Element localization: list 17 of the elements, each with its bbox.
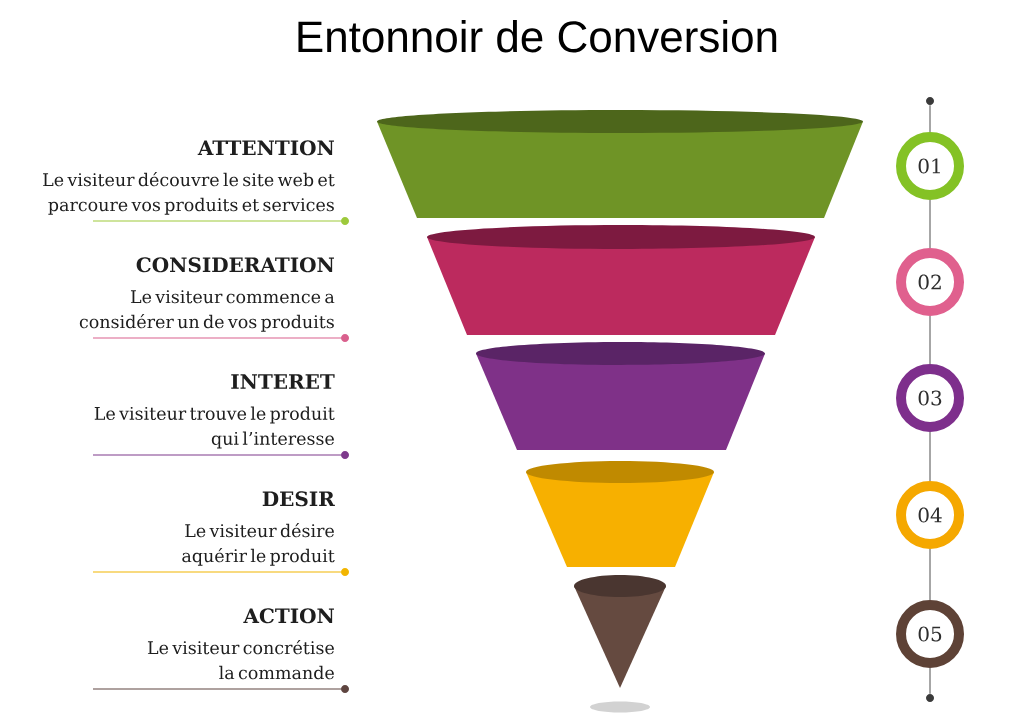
timeline-line bbox=[929, 667, 931, 695]
heading: ACTION bbox=[243, 608, 334, 624]
timeline-line bbox=[929, 315, 931, 365]
heading: DESIR bbox=[262, 491, 335, 507]
heading: INTERET bbox=[231, 374, 335, 389]
timeline-line bbox=[929, 431, 931, 482]
heading: CONSIDERATION bbox=[136, 257, 334, 273]
timeline-line bbox=[929, 548, 931, 601]
description: Le visiteur découvre le site web et parcoure vos produits et services bbox=[43, 172, 335, 215]
description: Le visiteur désire aquérir le produit bbox=[182, 523, 335, 566]
title: Entonnoir de Conversion bbox=[298, 20, 777, 53]
description: Le visiteur concrétise la commande bbox=[147, 640, 334, 680]
description: Le visiteur trouve le produit qui l’interesse bbox=[94, 406, 335, 449]
timeline-line bbox=[929, 104, 931, 133]
description: Le visiteur commence a considérer un de vos produits bbox=[79, 290, 335, 332]
timeline-line bbox=[929, 199, 931, 249]
heading: ATTENTION bbox=[197, 140, 334, 156]
